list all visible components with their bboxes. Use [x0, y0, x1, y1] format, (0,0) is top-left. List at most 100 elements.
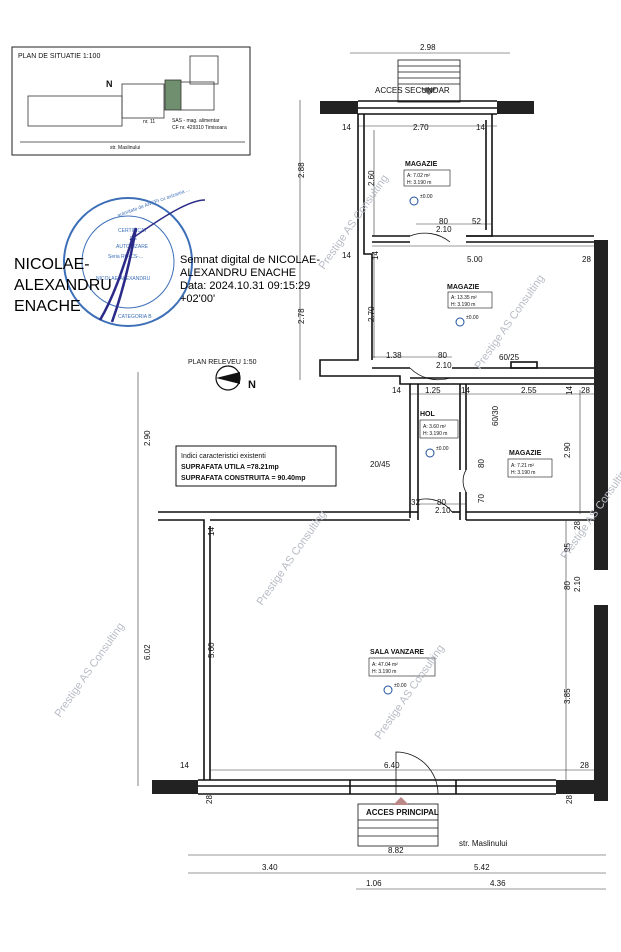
dim-label: 14 — [476, 123, 485, 132]
dim-label: 32 — [411, 498, 420, 507]
room-name: MAGAZIE — [405, 161, 438, 168]
secondary-access-label: ACCES SECUNDAR — [375, 86, 450, 95]
signature-line-4: +02'00' — [180, 293, 216, 305]
dim-label: 1.06 — [366, 879, 382, 888]
dim-label: 28 — [582, 255, 591, 264]
site-plan-title: PLAN DE SITUATIE 1:100 — [18, 53, 100, 60]
dim-label: 5.42 — [474, 863, 490, 872]
dim-label: 2.78 — [297, 308, 306, 324]
room-name: SALA VANZARE — [370, 649, 424, 656]
dim-label: 2.10 — [435, 506, 451, 515]
dim-label: 80 — [437, 498, 446, 507]
handwritten-signature-stroke — [98, 227, 138, 323]
room-level: ±0.00 — [394, 683, 407, 689]
dim-label: 2.10 — [573, 576, 582, 592]
dim-label: 52 — [472, 217, 481, 226]
digital-signature-text: Semnat digital de NICOLAE- ALEXANDRU ENA… — [180, 254, 350, 306]
dim-label: 5.00 — [467, 255, 483, 264]
main-access-arrow-icon — [393, 797, 409, 805]
room-area: A: 47.04 m² — [372, 662, 398, 668]
dim-label: 80 — [438, 351, 447, 360]
room-name: HOL — [420, 411, 436, 418]
site-legend-2: CF nr. 429310 Timisoara — [172, 125, 227, 131]
dim-label: 60/30 — [491, 405, 500, 426]
room-name: MAGAZIE — [509, 450, 542, 457]
room-area: A: 3.60 m² — [423, 424, 446, 430]
room-magazie-3: MAGAZIE A: 7.21 m² H: 3.190 m — [507, 450, 553, 478]
north-compass-icon — [215, 365, 241, 391]
interior-walls — [158, 100, 594, 795]
dim-label: 14 — [342, 251, 351, 260]
stamp-name: NICOLAE-ALEXANDRU — [96, 276, 151, 282]
dim-label: 80 — [563, 581, 572, 590]
dim-label: 14 — [461, 386, 470, 395]
dim-label: 70 — [477, 494, 486, 503]
room-area: A: 7.21 m² — [511, 463, 534, 469]
dim-label: 6.40 — [384, 761, 400, 770]
stamp-category: CATEGORIA B — [118, 314, 152, 320]
dim-label: 20/45 — [370, 460, 391, 469]
indices-built-area: SUPRAFATA CONSTRUITA = 90.40mp — [181, 475, 306, 482]
signer-name-line-1: NICOLAE- — [14, 256, 90, 273]
room-height: H: 3.190 m — [451, 302, 475, 308]
room-height: H: 3.190 m — [511, 470, 535, 476]
dim-label: 1.38 — [386, 351, 402, 360]
room-magazie-1: MAGAZIE A: 7.02 m² H: 3.190 m ±0.00 — [403, 161, 451, 206]
site-lot-label: nr. 11 — [143, 119, 155, 125]
dim-label: 28 — [205, 795, 214, 804]
main-access-label: ACCES PRINCIPAL — [366, 808, 439, 817]
room-sala-vanzare: SALA VANZARE A: 47.04 m² H: 3.190 m ±0.0… — [368, 649, 436, 695]
dim-label: 14 — [371, 251, 380, 260]
room-level: ±0.00 — [436, 446, 449, 452]
dim-label: 5.60 — [207, 642, 216, 658]
dim-label: 80 — [477, 459, 486, 468]
stamp-line-1: CERTIFICAT — [118, 228, 147, 234]
signer-name: NICOLAE- ALEXANDRU ENACHE — [14, 254, 112, 317]
dim-label: 95 — [563, 543, 572, 552]
signer-name-line-3: ENACHE — [14, 298, 81, 315]
dim-label: 3.85 — [563, 688, 572, 704]
dim-label: 2.88 — [297, 162, 306, 178]
dim-label: 14 — [342, 123, 351, 132]
indices-title: Indici caracteristici existenti — [181, 453, 266, 460]
dim-label: 1.25 — [425, 386, 441, 395]
signature-line-3: Data: 2024.10.31 09:15:29 — [180, 280, 311, 292]
street-label: str. Maslinului — [459, 839, 508, 848]
room-level: ±0.00 — [466, 315, 479, 321]
dim-label: 2.90 — [143, 430, 152, 446]
level-marker-icon — [425, 448, 435, 458]
room-level: ±0.00 — [420, 194, 433, 200]
indices-box: Indici caracteristici existenti SUPRAFAT… — [175, 445, 337, 487]
room-height: H: 3.190 m — [407, 180, 431, 186]
dim-label: 2.10 — [436, 225, 452, 234]
dim-label: 4.36 — [490, 879, 506, 888]
level-marker-icon — [455, 317, 465, 327]
site-north-label: N — [106, 79, 113, 89]
dim-label: 8.82 — [388, 846, 404, 855]
dim-label: 28 — [580, 761, 589, 770]
level-marker-icon — [409, 196, 419, 206]
dim-label: 2.10 — [436, 361, 452, 370]
watermark-text: Prestige AS Consulting — [373, 643, 447, 742]
dimension-labels: 2.98 14 2.70 14 2.88 2.60 80 52 2.10 14 … — [143, 43, 591, 888]
dim-label: 3.40 — [262, 863, 278, 872]
plan-title: PLAN RELEVEU 1:50 — [188, 359, 257, 366]
dim-label: 2.60 — [367, 170, 376, 186]
site-plan-inset: PLAN DE SITUATIE 1:100 N nr. 11 SAS - ma… — [11, 46, 251, 156]
room-area: A: 7.02 m² — [407, 173, 430, 179]
dim-label: 6.02 — [143, 644, 152, 660]
dim-label: 2.70 — [367, 306, 376, 322]
dim-label: 14 — [392, 386, 401, 395]
signature-line-2: ALEXANDRU ENACHE — [180, 267, 297, 279]
dim-label: 14 — [565, 386, 574, 395]
room-height: H: 3.190 m — [372, 669, 396, 675]
dimension-lines — [137, 52, 606, 890]
room-hol: HOL A: 3.60 m² H: 3.190 m ±0.00 — [419, 411, 459, 458]
room-area: A: 13.35 m² — [451, 295, 477, 301]
walls — [152, 101, 608, 801]
dim-label: 28 — [581, 386, 590, 395]
dim-label: 2.90 — [563, 442, 572, 458]
site-street-label: str. Maslinului — [110, 145, 140, 151]
dim-label: 28 — [565, 795, 574, 804]
